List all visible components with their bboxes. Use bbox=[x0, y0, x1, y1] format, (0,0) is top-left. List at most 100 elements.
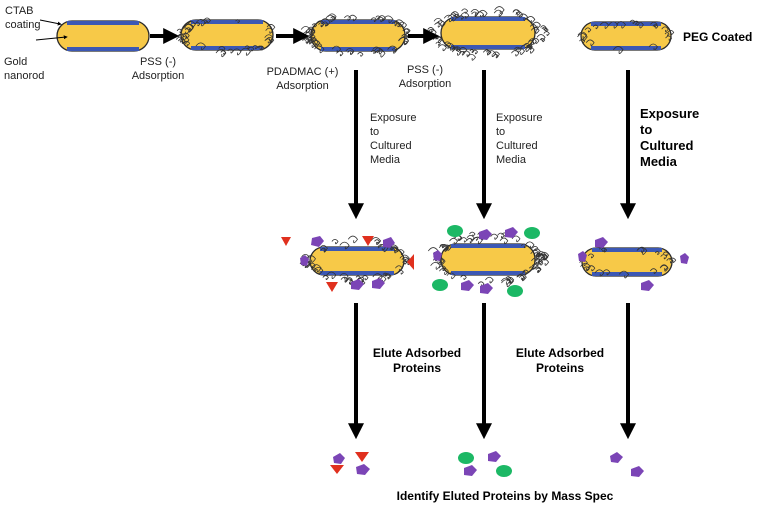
pentagon-protein bbox=[680, 253, 689, 264]
polymer-strand bbox=[482, 49, 491, 56]
polymer-strand bbox=[313, 267, 324, 275]
identify-label: Identify Eluted Proteins by Mass Spec bbox=[396, 489, 614, 503]
polymer-strand bbox=[392, 247, 398, 252]
nanorod-pss-2 bbox=[427, 6, 550, 61]
triangle-protein bbox=[281, 237, 291, 246]
polymer-strand bbox=[355, 275, 361, 280]
polymer-strand bbox=[348, 14, 357, 22]
polymer-strand bbox=[345, 48, 355, 55]
nanorod-pss-1 bbox=[175, 17, 276, 58]
polymer-strand bbox=[374, 49, 386, 58]
polymer-strand bbox=[387, 45, 398, 54]
polymer-strand bbox=[539, 251, 550, 260]
polymer-strand bbox=[309, 28, 316, 34]
polymer-strand bbox=[515, 11, 524, 18]
polymer-strand bbox=[612, 46, 624, 54]
eluted-proteins-peg bbox=[610, 452, 644, 477]
polymer-strand bbox=[434, 22, 442, 28]
pentagon-protein bbox=[464, 465, 477, 476]
polymer-strand bbox=[608, 21, 619, 29]
polymer-strand bbox=[594, 269, 605, 277]
pentagon-protein bbox=[610, 452, 623, 463]
polymer-strand bbox=[662, 251, 669, 257]
polymer-strand bbox=[370, 50, 376, 54]
circle-protein bbox=[507, 285, 523, 297]
polymer-strand bbox=[535, 267, 542, 272]
polymer-strand bbox=[466, 234, 475, 241]
exposure-label-3: Exposure to Cultured Media bbox=[640, 106, 700, 169]
polymer-strand bbox=[377, 244, 389, 253]
polymer-strand bbox=[536, 34, 546, 41]
pentagon-protein bbox=[372, 278, 385, 289]
nanorod-bare bbox=[56, 20, 150, 52]
pentagon-protein bbox=[479, 229, 492, 240]
polymer-strand bbox=[314, 45, 325, 54]
polymer-strand bbox=[600, 247, 608, 253]
polymer-strand bbox=[397, 269, 404, 275]
polymer-strand bbox=[346, 277, 353, 282]
polymer-strand bbox=[452, 46, 459, 52]
polymer-strand bbox=[446, 272, 456, 280]
polymer-strand bbox=[265, 27, 274, 34]
polymer-strand bbox=[449, 237, 458, 245]
polymer-strand bbox=[535, 258, 543, 265]
pentagon-protein bbox=[356, 464, 370, 475]
polymer-strand bbox=[194, 21, 201, 27]
polymer-strand bbox=[520, 44, 531, 52]
polymer-strand bbox=[232, 48, 242, 56]
polymer-strand bbox=[256, 45, 263, 51]
polymer-strand bbox=[664, 32, 670, 37]
polymer-strand bbox=[441, 245, 449, 251]
polymer-strand bbox=[311, 23, 318, 28]
polymer-strand bbox=[178, 38, 186, 44]
polymer-strand bbox=[264, 34, 274, 42]
polymer-strand bbox=[580, 262, 591, 271]
pentagon-protein bbox=[595, 237, 608, 248]
pentagon-protein bbox=[351, 279, 364, 290]
polymer-strand bbox=[330, 16, 337, 21]
polymer-strand bbox=[370, 17, 377, 22]
polymer-strand bbox=[436, 20, 446, 28]
polymer-strand bbox=[584, 27, 592, 33]
polymer-strand bbox=[458, 47, 468, 54]
polymer-strand bbox=[511, 50, 520, 57]
pentagon-protein bbox=[641, 280, 654, 291]
polymer-strand bbox=[331, 238, 339, 245]
elute-label-1: Elute Adsorbed Proteins bbox=[372, 346, 462, 375]
triangle-protein bbox=[330, 465, 344, 474]
polymer-strand bbox=[399, 254, 410, 263]
gold-nanorod-label: Gold nanorod bbox=[4, 56, 45, 82]
polymer-strand bbox=[326, 271, 337, 280]
polymer-strand bbox=[490, 233, 499, 240]
polymer-strand bbox=[311, 264, 322, 272]
polymer-strand bbox=[183, 23, 194, 32]
triangle-protein bbox=[362, 236, 374, 246]
pentagon-protein bbox=[578, 251, 587, 262]
circle-protein bbox=[447, 225, 463, 237]
polymer-strand bbox=[361, 275, 369, 281]
eluted-proteins-2 bbox=[458, 451, 512, 477]
circle-protein bbox=[496, 465, 512, 477]
polymer-strand bbox=[592, 24, 599, 30]
polymer-strand bbox=[402, 28, 410, 34]
polymer-strand bbox=[218, 45, 226, 52]
polymer-strand bbox=[599, 21, 610, 29]
pentagon-protein bbox=[505, 227, 518, 238]
pentagon-protein bbox=[631, 466, 644, 477]
polymer-strand bbox=[460, 274, 467, 280]
polymer-strand bbox=[444, 42, 455, 51]
polymer-strand bbox=[467, 53, 476, 61]
polymer-strand bbox=[391, 21, 398, 27]
ctab-label: CTAB coating bbox=[5, 5, 41, 31]
polymer-strand bbox=[383, 15, 394, 24]
polymer-strand bbox=[618, 270, 630, 279]
polymer-strand bbox=[403, 28, 411, 34]
polymer-strand bbox=[377, 15, 386, 22]
polymer-strand bbox=[306, 40, 317, 48]
polymer-strand bbox=[396, 249, 405, 255]
polymer-strand bbox=[506, 278, 514, 285]
polymer-strand bbox=[183, 40, 191, 46]
pentagon-protein bbox=[311, 236, 324, 247]
polymer-strand bbox=[528, 266, 534, 271]
polymer-strand bbox=[235, 19, 241, 23]
